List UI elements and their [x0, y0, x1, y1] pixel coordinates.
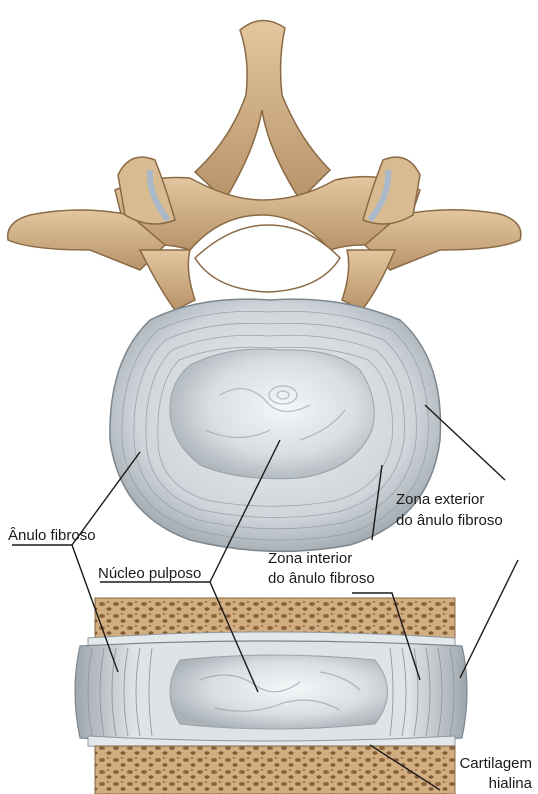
label-zona-interior-line1: Zona interior — [268, 550, 352, 567]
label-zona-interior-line2: do ânulo fibroso — [268, 570, 375, 587]
vertebra-lower-body — [95, 746, 455, 794]
disc-side-view — [75, 641, 467, 743]
label-zona-exterior-line1: Zona exterior — [396, 491, 484, 508]
vertebra-posterior-arch — [8, 20, 521, 310]
label-nucleo-pulposo: Núcleo pulposo — [98, 565, 201, 582]
label-cartilagem-line2: hialina — [489, 775, 533, 792]
label-zona-exterior-line2: do ânulo fibroso — [396, 512, 503, 529]
disc-top-view — [110, 299, 441, 551]
label-anulo-fibroso: Ânulo fibroso — [8, 527, 96, 544]
label-cartilagem-line1: Cartilagem — [459, 755, 532, 772]
